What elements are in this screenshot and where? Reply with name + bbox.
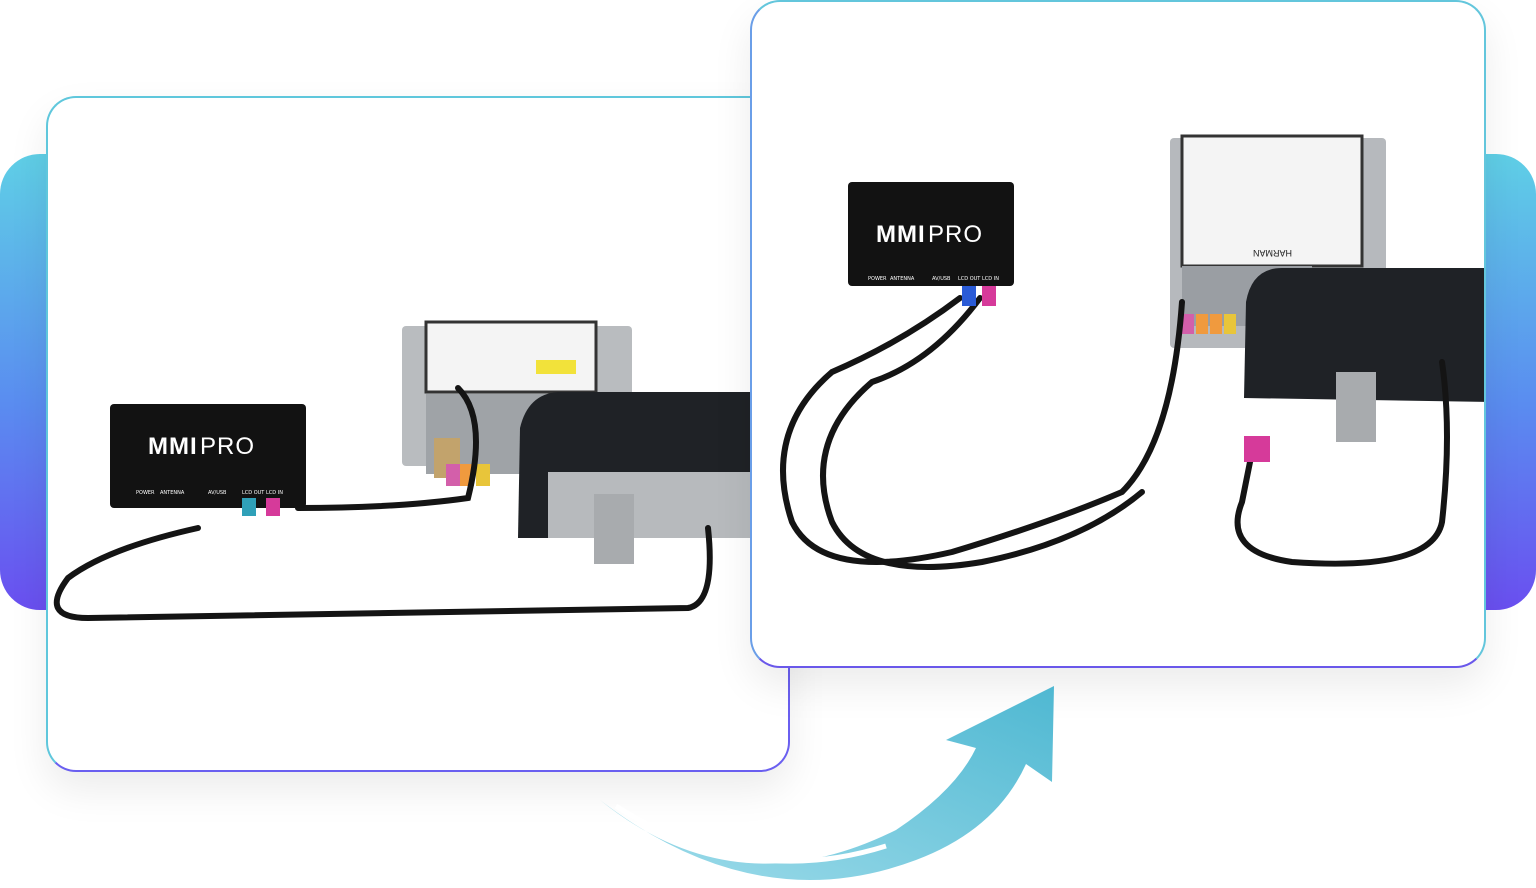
- port-label-lcd-out: LCD OUT: [242, 490, 265, 496]
- after-photo: HARMAN MMI PRO POWER ANTENNA AV/USB L: [780, 134, 1484, 570]
- device-brand-light: PRO: [928, 221, 983, 248]
- port-label-antenna: ANTENNA: [890, 276, 915, 282]
- cable-harness: [53, 385, 713, 622]
- display-unit: [518, 392, 788, 564]
- port-label-lcd-out: LCD OUT: [958, 276, 981, 282]
- headunit-brand: HARMAN: [1253, 248, 1292, 258]
- port-label-antenna: ANTENNA: [160, 490, 185, 496]
- connector-pink: [982, 286, 996, 306]
- port-label-power: POWER: [868, 276, 887, 282]
- connector-blue: [962, 286, 976, 306]
- mmipro-interface-box: MMI PRO POWER ANTENNA AV/USB LCD OUT LCD…: [110, 404, 306, 516]
- before-photo-card: MMI PRO POWER ANTENNA AV/USB LCD OUT LCD…: [46, 96, 790, 772]
- curved-arrow-icon: [596, 680, 1066, 888]
- device-brand-bold: MMI: [876, 221, 926, 248]
- port-label-avusb: AV/USB: [932, 276, 951, 282]
- port-label-avusb: AV/USB: [208, 490, 227, 496]
- port-label-lcd-in: LCD IN: [982, 276, 999, 282]
- before-photo: MMI PRO POWER ANTENNA AV/USB LCD OUT LCD…: [53, 320, 788, 622]
- after-photo-card: HARMAN MMI PRO POWER ANTENNA AV/USB L: [750, 0, 1486, 668]
- port-label-lcd-in: LCD IN: [266, 490, 283, 496]
- port-label-power: POWER: [136, 490, 155, 496]
- connector-pink: [266, 498, 280, 516]
- connector-pink: [1244, 436, 1270, 462]
- device-brand-bold: MMI: [148, 433, 198, 460]
- device-brand-light: PRO: [200, 433, 255, 460]
- connector-teal: [242, 498, 256, 516]
- display-unit: [1244, 268, 1484, 442]
- mmipro-interface-box: MMI PRO POWER ANTENNA AV/USB LCD OUT LCD…: [848, 182, 1014, 306]
- cable-harness: [780, 295, 1450, 570]
